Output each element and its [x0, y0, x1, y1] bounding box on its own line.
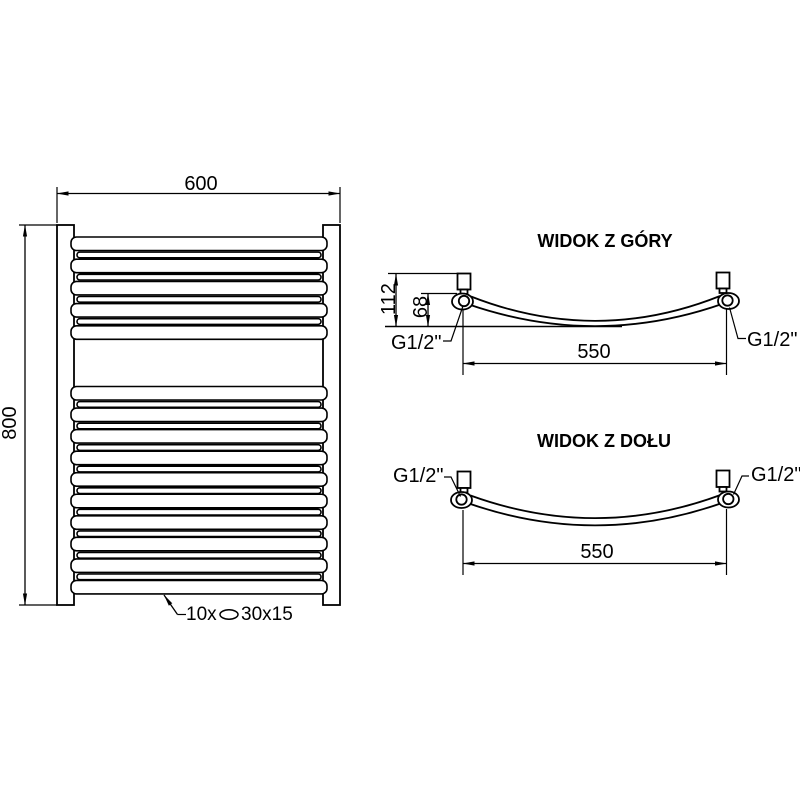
connection-port — [721, 294, 734, 307]
connection-port — [722, 492, 735, 506]
heating-tube — [70, 471, 328, 488]
right-connection-callout: G1/2" — [728, 307, 797, 351]
valve-body — [456, 470, 472, 489]
heating-tube — [70, 579, 328, 595]
spacing-dim-label: 550 — [580, 541, 613, 563]
valve-neck — [718, 287, 728, 294]
tube-gap-strip — [76, 573, 322, 581]
tube-gap-strip — [76, 465, 322, 473]
connection-port — [455, 493, 468, 506]
right-valve-fitting — [715, 469, 740, 509]
tube-size-label: 30x15 — [241, 604, 293, 625]
curved-tube-inner — [468, 303, 723, 327]
heating-tube — [70, 258, 328, 274]
heating-tube — [70, 385, 328, 401]
tube-gap-strip — [76, 422, 322, 430]
valve-body — [715, 469, 731, 488]
curved-tube-inner — [468, 502, 723, 527]
tube-gap-strip — [76, 443, 322, 452]
tube-gap-strip — [76, 530, 322, 538]
height-dim-label: 800 — [0, 406, 21, 439]
curved-tube-outer — [470, 494, 721, 519]
tube-gap-strip — [76, 486, 322, 495]
leader-arrow — [163, 594, 179, 615]
heating-tube — [70, 236, 328, 252]
axis-depth-dimension: 68 — [410, 292, 457, 327]
leader-line — [444, 476, 462, 497]
tube-groups — [70, 236, 328, 595]
right-connection-callout: G1/2" — [732, 464, 800, 495]
connection-port — [457, 294, 471, 308]
spacing-dimension-bottom: 550 — [462, 509, 728, 575]
valve-body — [715, 271, 731, 290]
bottom-view-title: WIDOK Z DOŁU — [537, 431, 671, 451]
axis-dim-label: 68 — [410, 296, 432, 318]
heating-tube — [70, 450, 328, 466]
depth-dim-label: 112 — [378, 283, 400, 315]
heating-tube — [70, 514, 328, 531]
heating-tube — [70, 558, 328, 574]
leader-line — [728, 307, 746, 340]
left-connection-callout: G1/2" — [391, 305, 464, 354]
width-dimension: 600 — [56, 173, 341, 223]
bottom-view: WIDOK Z DOŁU 550 G1/2" — [393, 431, 800, 575]
spacing-dim-label: 550 — [577, 341, 610, 363]
left-valve-fitting — [450, 470, 473, 509]
tube-profile-note: 10x 30x15 — [163, 594, 293, 625]
top-view: WIDOK Z GÓRY 112 68 — [378, 230, 797, 375]
tube-gap-strip — [76, 400, 322, 409]
leader-line — [443, 305, 464, 342]
left-valve-fitting — [451, 272, 474, 311]
left-connection-callout: G1/2" — [393, 465, 462, 497]
front-view: 600 800 10x 30x15 — [0, 173, 341, 625]
heating-tube — [70, 536, 328, 552]
tube-gap-strip — [76, 317, 322, 326]
depth-dimension: 112 — [378, 272, 459, 327]
heating-tube — [70, 407, 328, 423]
tube-gap-strip — [76, 508, 322, 516]
heating-tube — [70, 280, 328, 296]
width-dim-label: 600 — [184, 173, 217, 195]
top-view-title: WIDOK Z GÓRY — [537, 230, 672, 251]
tube-gap-strip — [76, 251, 322, 259]
height-dimension: 800 — [0, 224, 57, 606]
leader-line — [732, 475, 749, 495]
valve-neck — [718, 486, 728, 493]
tube-gap-strip — [76, 295, 322, 303]
tube-count-label: 10x — [186, 604, 217, 625]
connection-label: G1/2" — [751, 464, 800, 486]
heating-tube — [70, 324, 328, 341]
heating-tube — [70, 428, 328, 444]
right-valve-fitting — [715, 271, 740, 310]
connection-label: G1/2" — [391, 332, 441, 354]
heating-tube — [70, 493, 328, 509]
valve-body — [456, 272, 472, 291]
oval-profile-icon — [219, 609, 239, 620]
curved-tube-outer — [470, 295, 721, 322]
spacing-dimension-top: 550 — [462, 308, 728, 375]
connection-label: G1/2" — [747, 329, 797, 351]
heating-tube — [70, 302, 328, 318]
connection-label: G1/2" — [393, 465, 443, 487]
tube-gap-strip — [76, 273, 322, 281]
tube-gap-strip — [76, 551, 322, 559]
